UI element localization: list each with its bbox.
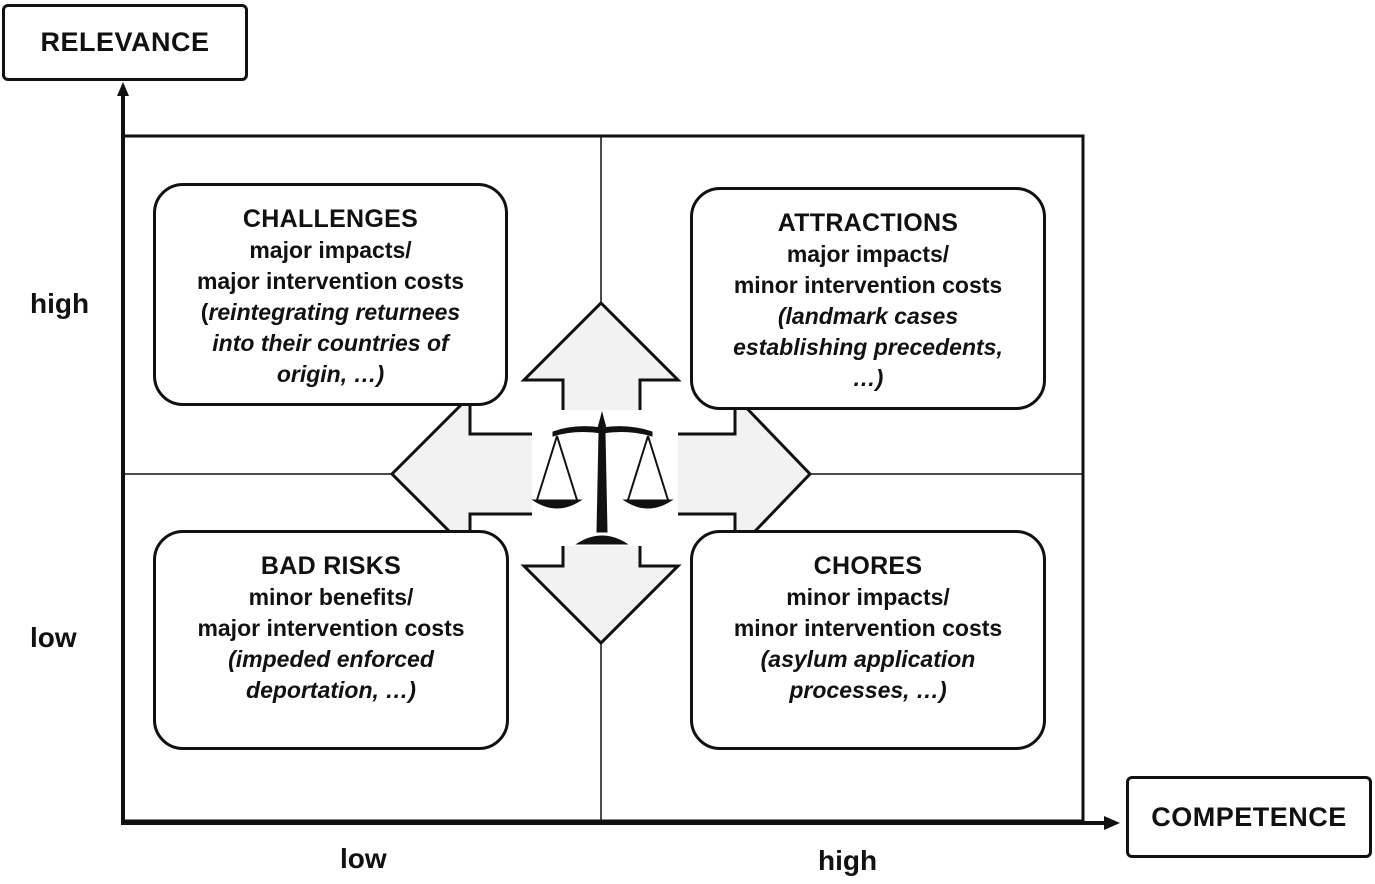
y-axis-arrowhead — [117, 82, 129, 96]
quadrant-cost: minor intervention costs — [733, 615, 1003, 641]
quadrant-impact: major impacts/ — [786, 241, 950, 267]
quadrant-challenges: CHALLENGES major impacts/ major interven… — [153, 183, 508, 406]
x-tick-low: low — [340, 843, 387, 874]
quadrant-cost: major intervention costs — [196, 268, 465, 294]
quadrant-title: CHALLENGES — [242, 205, 419, 233]
quadrant-cost: minor intervention costs — [733, 272, 1003, 298]
y-axis-title: RELEVANCE — [2, 4, 248, 81]
quadrant-example: (impeded enforced deportation, …) — [228, 646, 434, 703]
example-text: reintegrating returnees into their count… — [208, 299, 461, 387]
x-tick-high: high — [818, 845, 878, 876]
quadrant-title: BAD RISKS — [260, 552, 402, 580]
example-open-paren: ( — [200, 299, 209, 325]
quadrant-impact: minor impacts/ — [786, 584, 950, 610]
quadrant-example: (landmark cases establishing precedents,… — [733, 303, 1003, 391]
quadrant-title: ATTRACTIONS — [777, 209, 959, 237]
scales-of-justice-icon — [531, 411, 674, 545]
quadrant-attractions: ATTRACTIONS major impacts/ minor interve… — [690, 187, 1046, 410]
quadrant-impact: minor benefits/ — [248, 584, 414, 610]
x-axis-arrowhead — [1104, 816, 1120, 830]
y-tick-low: low — [30, 622, 77, 653]
quadrant-bad-risks: BAD RISKS minor benefits/ major interven… — [153, 530, 509, 750]
quadrant-example: (reintegrating returnees into their coun… — [156, 297, 505, 390]
quadrant-title: CHORES — [813, 552, 923, 580]
quadrant-example: (asylum application processes, …) — [760, 646, 976, 703]
quadrant-cost: major intervention costs — [197, 615, 465, 641]
y-tick-high: high — [30, 288, 90, 319]
quadrant-impact: major impacts/ — [249, 237, 412, 263]
quadrant-chores: CHORES minor impacts/ minor intervention… — [690, 530, 1046, 750]
x-axis-title: COMPETENCE — [1126, 776, 1372, 858]
